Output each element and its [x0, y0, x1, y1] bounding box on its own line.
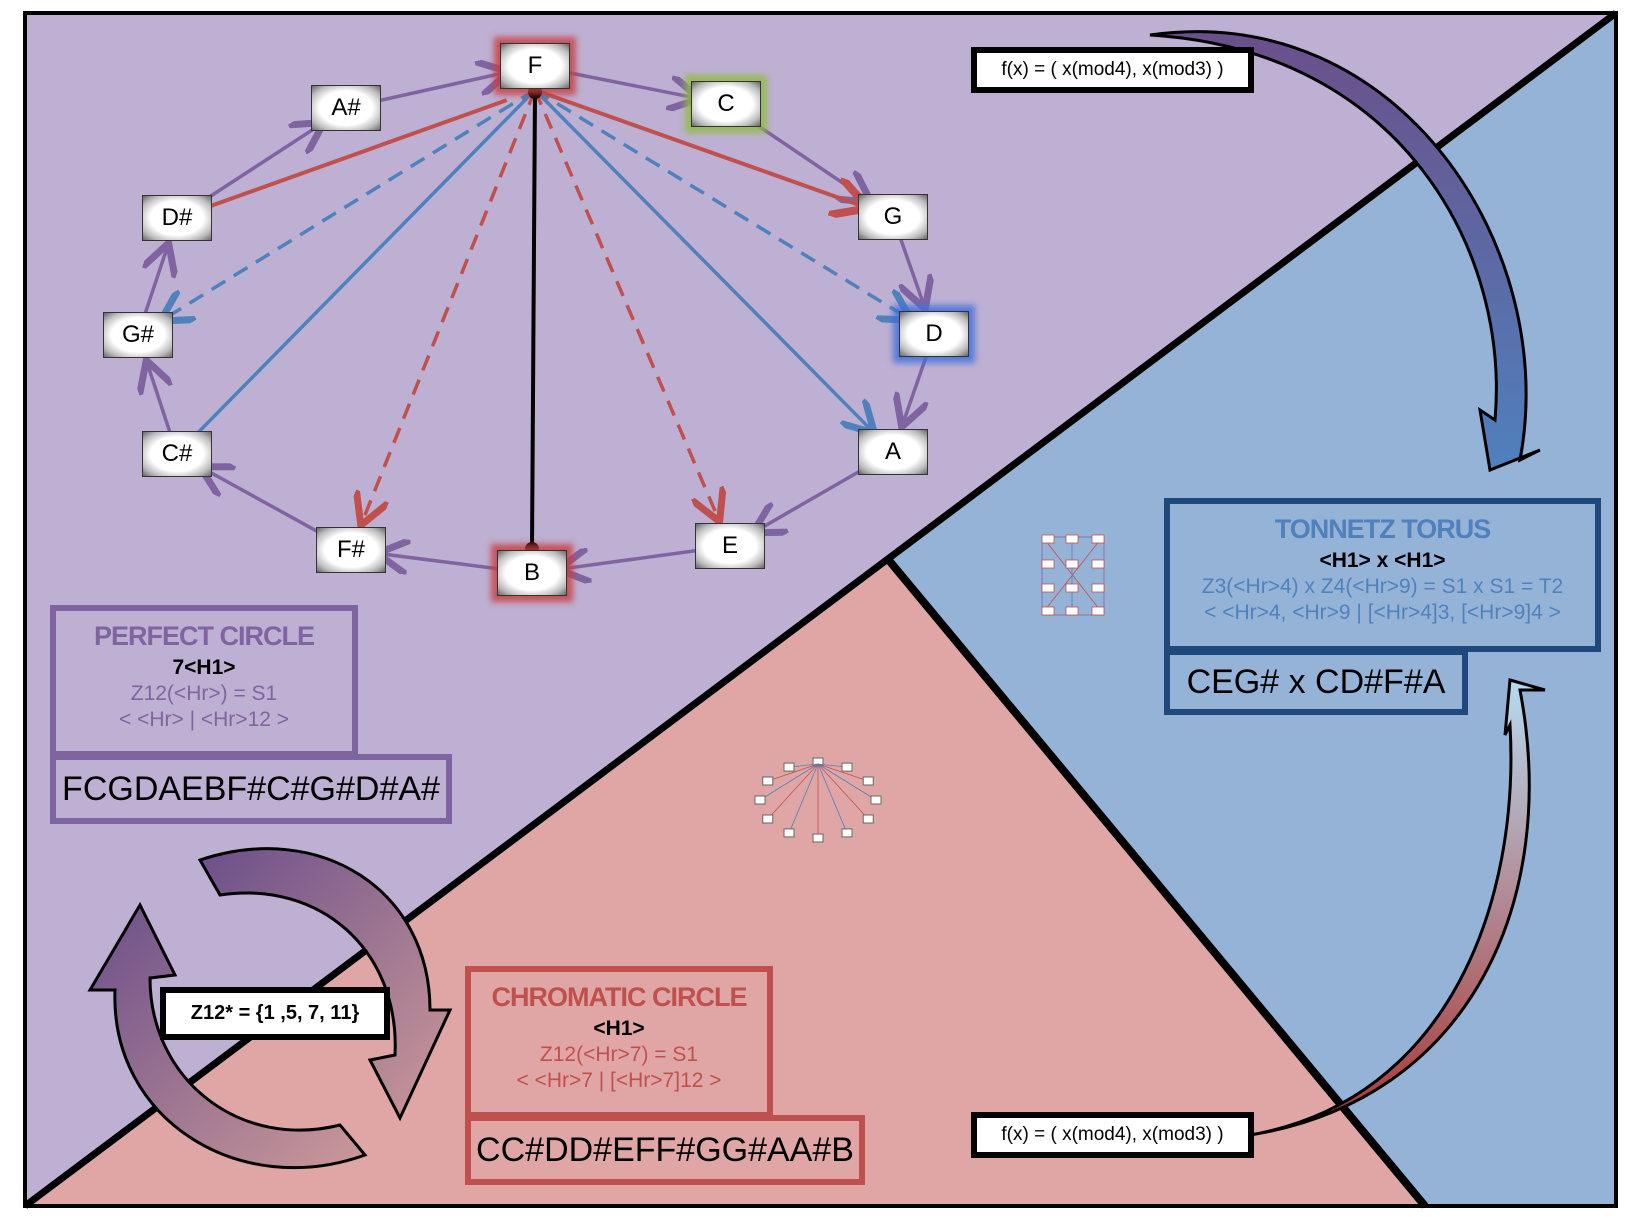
interval-line [533, 88, 872, 431]
perfect-circle-title: PERFECT CIRCLE [93, 621, 315, 651]
blue-region [887, 13, 1616, 1206]
tonnetz-formula-1: Z3(<Hr>4) x Z4(<Hr>9) = S1 x S1 = T2 [1201, 575, 1564, 598]
curved-arrow-top-right [1149, 30, 1541, 473]
note-node-a: A [858, 429, 928, 475]
tonnetz-torus-box: TONNETZ TORUS <H1> x <H1> Z3(<Hr>4) x Z4… [1164, 498, 1601, 652]
perfect-circle-sequence: FCGDAEBF#C#G#D#A# [50, 754, 452, 824]
curved-arrow-bottom-right [1249, 678, 1546, 1137]
mini-node [762, 776, 774, 786]
tonnetz-sequence: CEG# x CD#F#A [1164, 649, 1468, 715]
note-node-f-sharp: F# [316, 527, 386, 573]
outer-frame [23, 11, 1618, 1208]
chromatic-circle-formula-2: < <Hr>7 | [<Hr>7]12 > [516, 1069, 722, 1092]
mini-node [783, 762, 795, 772]
chromatic-circle-title: CHROMATIC CIRCLE [491, 982, 748, 1012]
perfect-circle-formula-1: Z12(<Hr>) = S1 [130, 682, 278, 705]
tonnetz-generator: <H1> x <H1> [1319, 549, 1446, 572]
interval-line [196, 88, 537, 434]
mini-line [767, 763, 819, 820]
map-label-bottom: f(x) = ( x(mod4), x(mod3) ) [971, 1112, 1254, 1158]
mini-node [762, 814, 774, 824]
note-node-d: D [899, 311, 969, 357]
perfect-circle-box: PERFECT CIRCLE 7<H1> Z12(<Hr>) = S1 < <H… [50, 605, 358, 757]
mini-line [759, 763, 819, 801]
perfect-circle-generator: 7<H1> [172, 656, 236, 679]
mini-node [812, 833, 824, 843]
pink-region [25, 558, 1425, 1206]
tonnetz-title: TONNETZ TORUS [1274, 514, 1492, 544]
mini-node [862, 814, 874, 824]
note-node-c: C [691, 81, 761, 127]
cycle-arrow-bottom [87, 901, 368, 1170]
mini-line [788, 763, 819, 834]
interval-line [534, 88, 865, 207]
mini-node [841, 828, 853, 838]
divider-line [883, 555, 1429, 1209]
mini-line [817, 763, 869, 782]
note-node-f: F [500, 43, 570, 89]
mini-node [754, 795, 766, 805]
units-group-label: Z12* = {1 ,5, 7, 11} [160, 987, 390, 1040]
interval-line [176, 98, 508, 220]
note-node-e: E [695, 523, 765, 569]
map-label-top: f(x) = ( x(mod4), x(mod3) ) [971, 47, 1254, 93]
interval-line [164, 88, 536, 319]
mini-node [870, 795, 882, 805]
interval-line [534, 88, 908, 318]
note-node-g-sharp: G# [103, 312, 173, 358]
note-node-c-sharp: C# [142, 431, 212, 477]
chromatic-circle-box: CHROMATIC CIRCLE <H1> Z12(<Hr>7) = S1 < … [465, 966, 773, 1118]
perfect-circle-formula-2: < <Hr> | <Hr>12 > [118, 708, 290, 731]
chromatic-circle-generator: <H1> [593, 1017, 645, 1040]
tonnetz-thumbnail [1041, 534, 1105, 616]
note-node-d-sharp: D# [142, 195, 212, 241]
tonnetz-formula-2: < <Hr>4, <Hr>9 | [<Hr>4]3, [<Hr>9]4 > [1204, 601, 1561, 624]
mini-line [817, 763, 877, 801]
mini-line [817, 763, 869, 820]
mini-line [817, 763, 848, 834]
mini-node [841, 762, 853, 772]
chromatic-circle-sequence: CC#DD#EFF#GG#AA#B [465, 1115, 865, 1185]
note-node-b: B [497, 550, 567, 596]
cycle-arrow-top [197, 847, 453, 1122]
note-node-a-sharp: A# [311, 85, 381, 131]
mini-line [767, 763, 819, 782]
chromatic-thumbnail [754, 757, 882, 843]
mini-node [783, 828, 795, 838]
chromatic-circle-formula-1: Z12(<Hr>7) = S1 [539, 1043, 699, 1066]
mini-node [862, 776, 874, 786]
note-node-g: G [858, 194, 928, 240]
tritone-line [530, 91, 537, 550]
